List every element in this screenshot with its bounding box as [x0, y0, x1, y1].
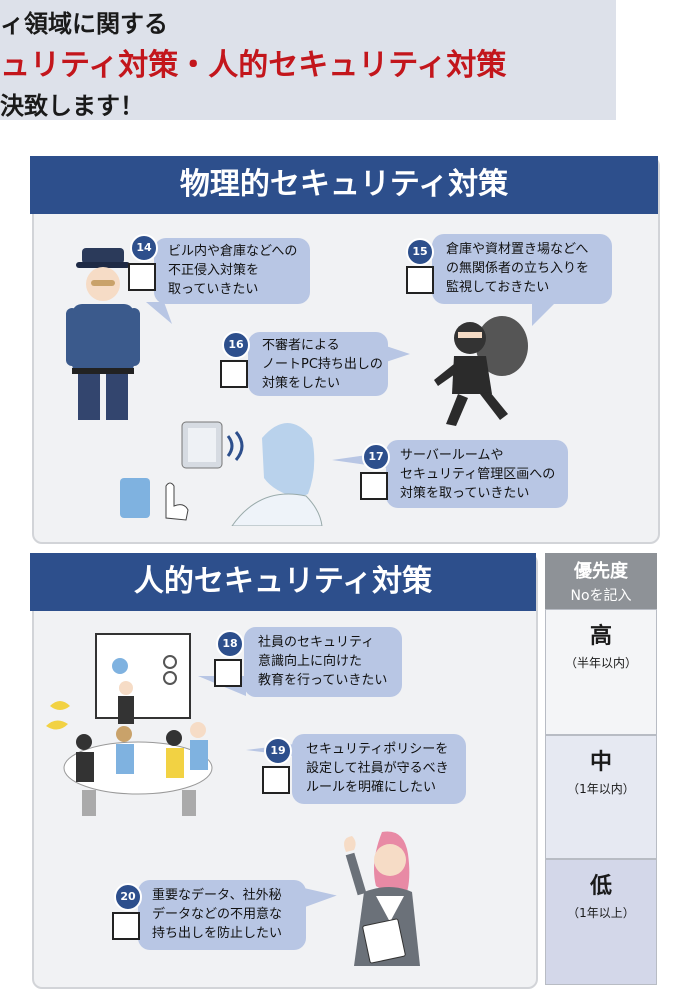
item-14-text: ビル内や倉庫などへの 不正侵入対策を 取っていきたい — [168, 244, 298, 297]
priority-medium-label: 中 — [589, 750, 612, 775]
item-16-text: 不審者による ノートPC持ち出しの 対策をしたい — [262, 338, 383, 391]
priority-cell-medium[interactable]: 中 （1年以内） — [545, 735, 657, 859]
physical-security-title: 物理的セキュリティ対策 — [30, 156, 658, 214]
header-line-3: 決致します！ — [0, 92, 144, 120]
bubble-14: ビル内や倉庫などへの 不正侵入対策を 取っていきたい — [154, 238, 310, 304]
bubble-18: 社員のセキュリティ 意識向上に向けた 教育を行っていきたい — [244, 627, 402, 697]
item-16-number: 16 — [222, 331, 250, 359]
item-17-checkbox[interactable] — [360, 472, 388, 500]
priority-subtitle: Noを記入 — [570, 588, 632, 604]
item-18-text: 社員のセキュリティ 意識向上に向けた 教育を行っていきたい — [258, 635, 388, 688]
item-18-number: 18 — [216, 630, 244, 658]
human-security-title: 人的セキュリティ対策 — [30, 553, 536, 611]
priority-medium-range: （1年以内） — [567, 782, 635, 796]
item-16-checkbox[interactable] — [220, 360, 248, 388]
header-line-1: ィ領域に関する — [0, 10, 168, 38]
priority-low-range: （1年以上） — [567, 906, 635, 920]
thief-illustration — [434, 316, 528, 426]
security-guard-illustration — [66, 248, 140, 420]
priority-high-range: （半年以内） — [564, 656, 637, 670]
training-session-illustration — [46, 633, 213, 816]
priority-title: 優先度 — [574, 561, 628, 582]
item-17-text: サーバールームや セキュリティ管理区画への 対策を取っていきたい — [400, 448, 556, 501]
item-19-number: 19 — [264, 737, 292, 765]
priority-cell-low[interactable]: 低 （1年以上） — [545, 859, 657, 985]
item-19-text: セキュリティポリシーを 設定して社員が守るべき ルールを明確にしたい — [306, 742, 449, 795]
bubble-15: 倉庫や資材置き場などへ の無関係者の立ち入りを 監視しておきたい — [432, 234, 612, 304]
item-19-checkbox[interactable] — [262, 766, 290, 794]
priority-cell-high[interactable]: 高 （半年以内） — [545, 609, 657, 735]
priority-low-label: 低 — [589, 874, 612, 899]
item-20-checkbox[interactable] — [112, 912, 140, 940]
employee-woman-illustration — [344, 831, 420, 966]
item-15-text: 倉庫や資材置き場などへ の無関係者の立ち入りを 監視しておきたい — [446, 242, 590, 295]
item-15-number: 15 — [406, 238, 434, 266]
item-17-number: 17 — [362, 443, 390, 471]
bubble-17: サーバールームや セキュリティ管理区画への 対策を取っていきたい — [386, 440, 568, 508]
header-banner: ィ領域に関する ュリティ対策・人的セキュリティ対策 決致します！ — [0, 0, 616, 120]
bubble-19: セキュリティポリシーを 設定して社員が守るべき ルールを明確にしたい — [292, 734, 466, 804]
bubble-15-tail — [532, 302, 556, 326]
priority-high-label: 高 — [589, 624, 612, 649]
priority-header: 優先度 Noを記入 — [545, 553, 657, 609]
item-14-number: 14 — [130, 234, 158, 262]
bubble-20: 重要なデータ、社外秘 データなどの不用意な 持ち出しを防止したい — [138, 880, 306, 950]
header-line-2: ュリティ対策・人的セキュリティ対策 — [0, 48, 507, 83]
item-18-checkbox[interactable] — [214, 659, 242, 687]
item-20-text: 重要なデータ、社外秘 データなどの不用意な 持ち出しを防止したい — [152, 888, 283, 941]
item-15-checkbox[interactable] — [406, 266, 434, 294]
bubble-16: 不審者による ノートPC持ち出しの 対策をしたい — [248, 332, 388, 396]
item-20-number: 20 — [114, 883, 142, 911]
bubble-16-tail — [386, 346, 410, 362]
biometric-auth-illustration — [120, 421, 323, 526]
item-14-checkbox[interactable] — [128, 263, 156, 291]
